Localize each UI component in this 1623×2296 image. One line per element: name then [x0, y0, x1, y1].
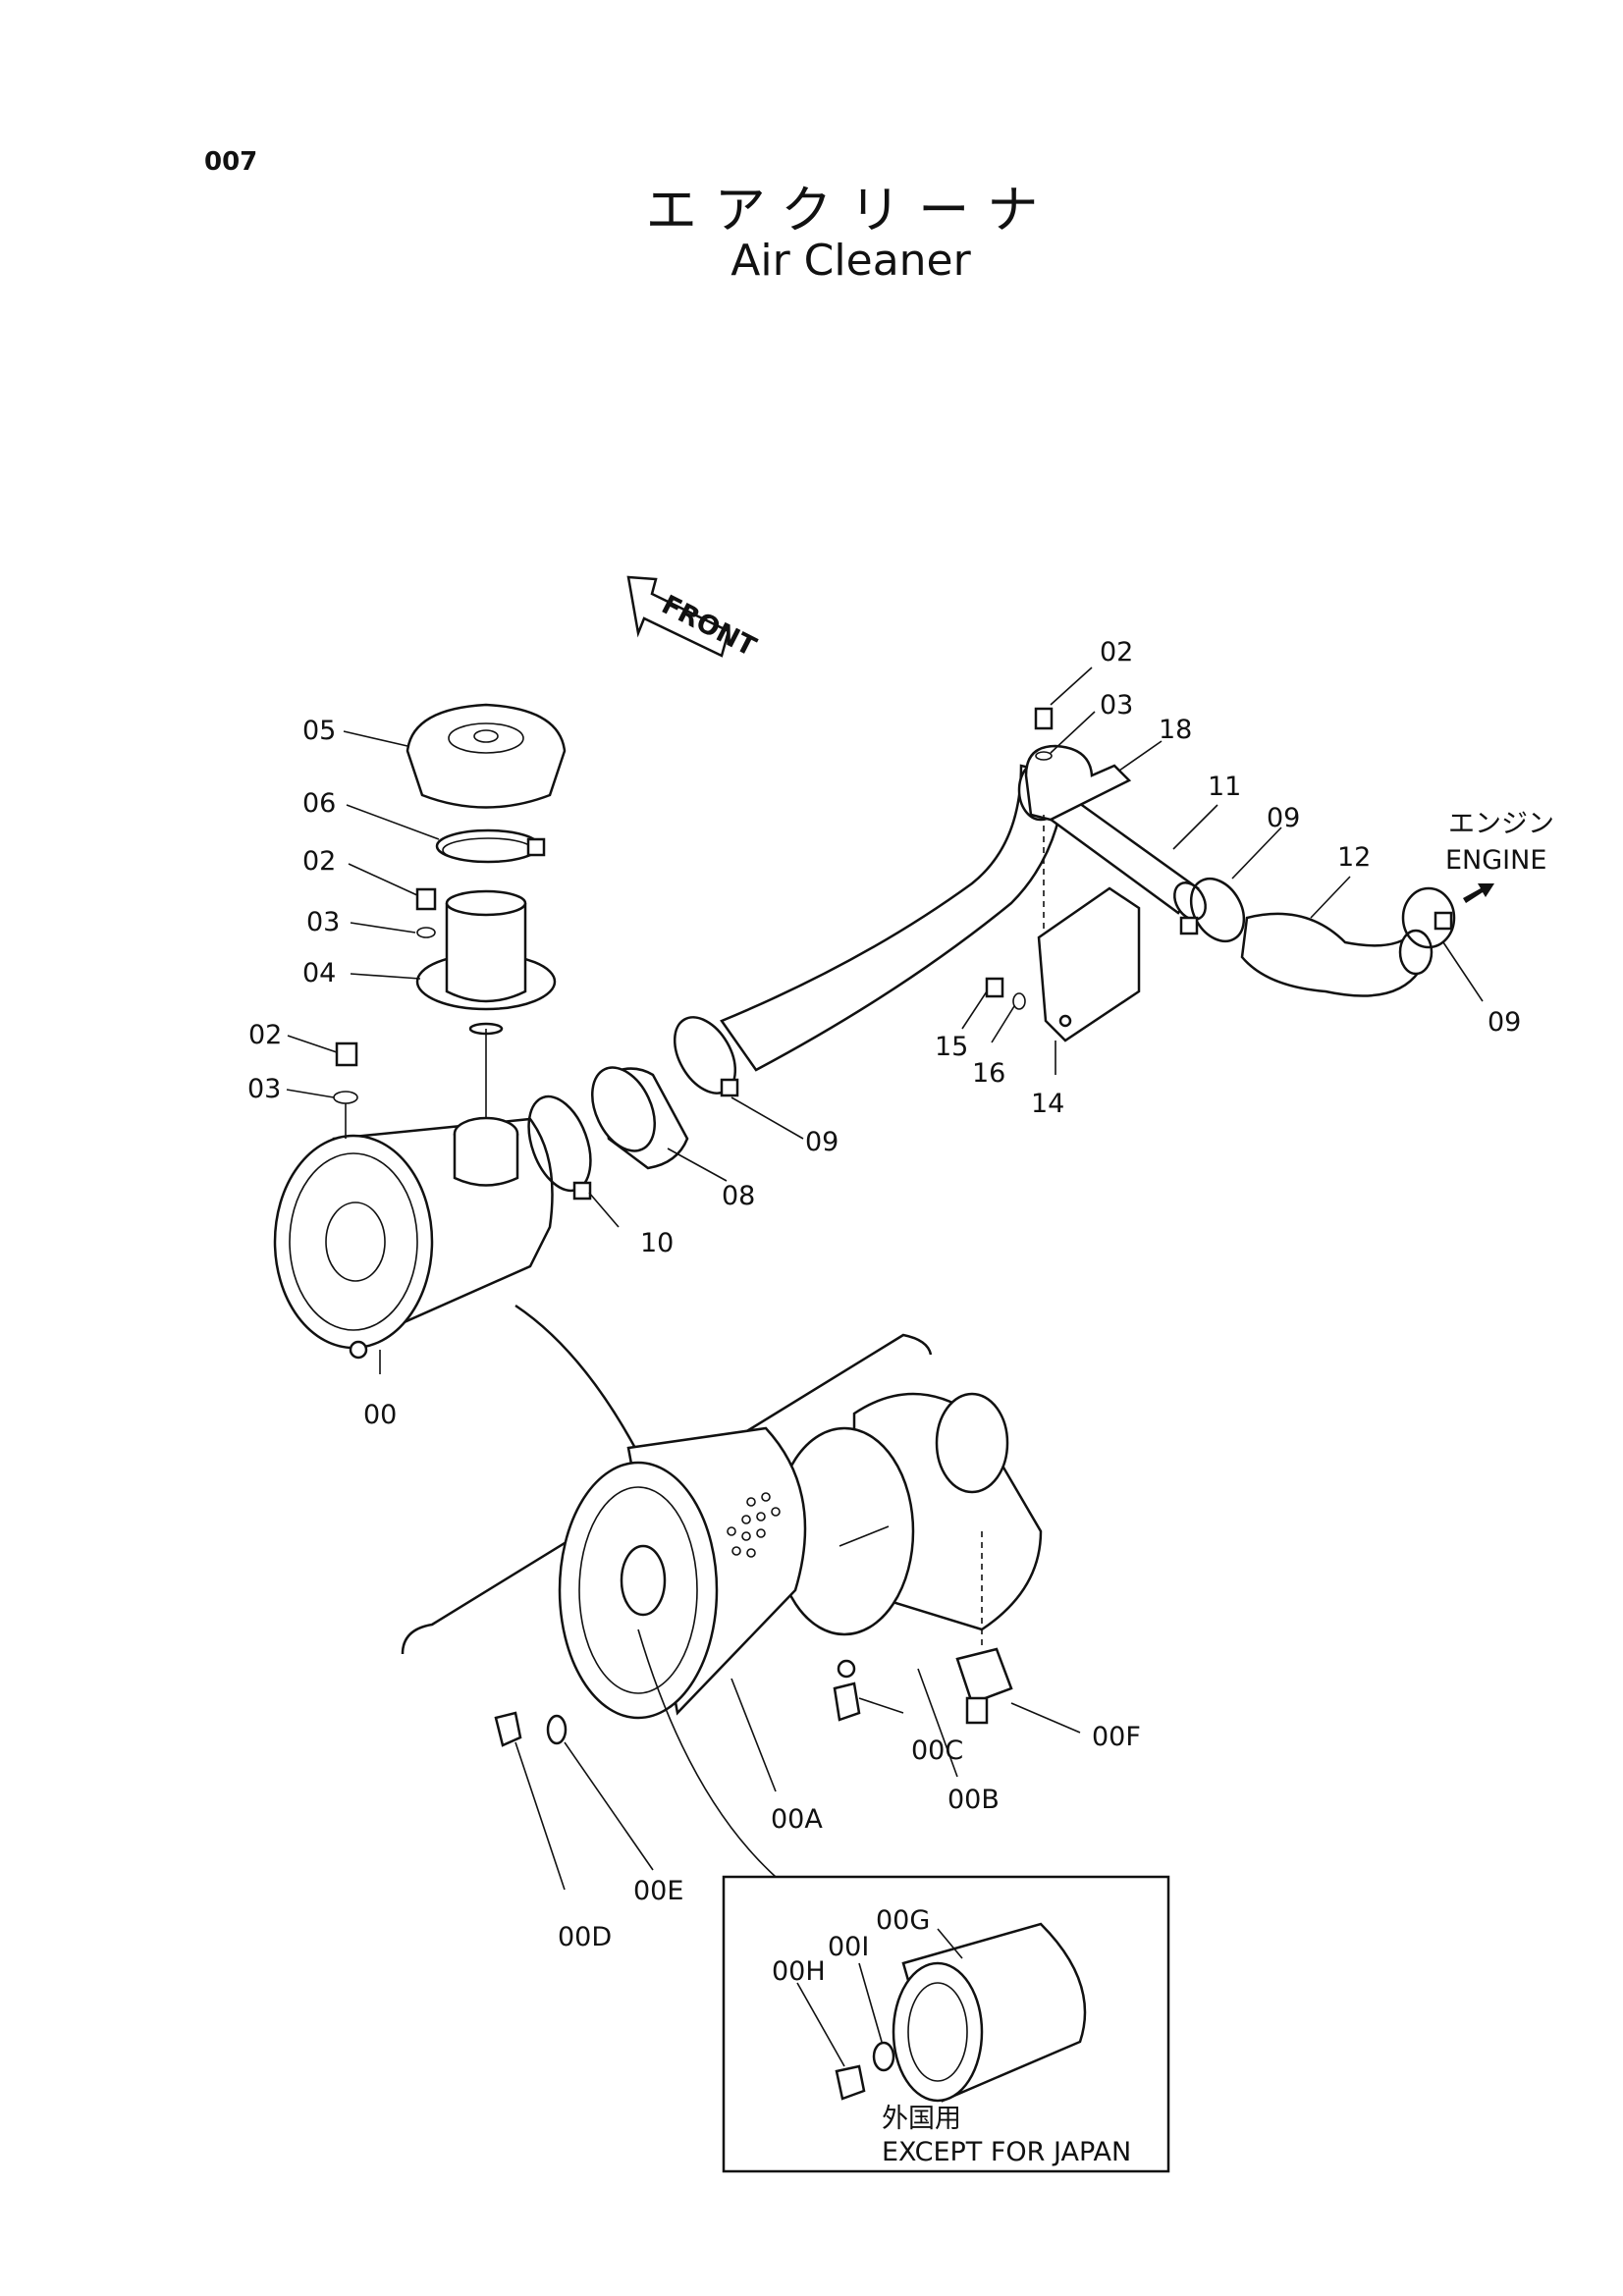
engine-arrow-icon [1463, 883, 1494, 903]
title-english: Air Cleaner [730, 236, 971, 286]
part-label: 03 [306, 907, 340, 937]
nut-00H [835, 2064, 866, 2101]
washer-00E [546, 1714, 568, 1745]
wing-nut-00D [494, 1711, 522, 1747]
tube-flange-04 [415, 889, 557, 1036]
cover-05 [406, 703, 567, 809]
part-label: 00 [363, 1400, 397, 1430]
part-label: 09 [1267, 803, 1300, 833]
stay-14 [1037, 886, 1141, 1042]
bolt-02-upper [415, 887, 437, 938]
title-japanese: エアクリーナ [645, 182, 1056, 240]
part-label: 02 [248, 1020, 282, 1050]
element-00G [892, 1922, 1087, 2103]
clamp-09-right [1401, 886, 1456, 949]
clamp-10 [527, 1095, 592, 1201]
inset-box: 外国用 EXCEPT FOR JAPAN [637, 1629, 1170, 2173]
front-arrow-icon: FRONT [626, 575, 761, 663]
clamp-09-mid [1179, 877, 1246, 943]
bolt-02-lower [333, 1041, 358, 1104]
part-label: 09 [805, 1127, 839, 1157]
part-label: 12 [1337, 842, 1371, 873]
plug-00C [833, 1682, 861, 1722]
part-label: 04 [302, 958, 336, 988]
valve-00F [955, 1531, 1013, 1725]
part-label: 00H [772, 1956, 826, 1987]
part-label: 14 [1031, 1089, 1064, 1119]
part-label: 02 [1100, 637, 1133, 667]
part-label: 15 [935, 1032, 968, 1062]
part-label: 11 [1208, 772, 1241, 802]
hose-08 [591, 1066, 689, 1170]
element-holes [727, 1492, 781, 1558]
part-label: 08 [722, 1181, 755, 1211]
element-00A [558, 1426, 807, 1720]
leader-lines [286, 667, 1484, 2067]
part-label: 00D [558, 1922, 612, 1952]
part-label: 09 [1488, 1007, 1521, 1038]
page-number: 007 [204, 147, 258, 177]
inset-note-en: EXCEPT FOR JAPAN [882, 2137, 1131, 2167]
engine-label-en: ENGINE [1445, 845, 1546, 876]
seal-00I [872, 2041, 895, 2072]
bolt-02-right [1034, 707, 1054, 933]
inset-note-jp: 外国用 [882, 2104, 961, 2134]
part-label: 00A [771, 1804, 823, 1835]
part-label: 00G [876, 1905, 930, 1936]
part-label: 00F [1092, 1722, 1141, 1752]
clamp-09-lower [673, 1016, 739, 1097]
part-label: 03 [247, 1074, 281, 1104]
hose-12 [1240, 912, 1434, 997]
air-cleaner-body-00 [273, 1029, 554, 1360]
bracket-18 [1024, 744, 1132, 822]
bolt-15 [985, 977, 1026, 1010]
part-label: 02 [302, 846, 336, 877]
part-label: 10 [640, 1228, 674, 1258]
part-label: 06 [302, 788, 336, 819]
housing-00B [774, 1392, 1043, 1679]
part-label: 03 [1100, 690, 1133, 721]
part-label: 00B [947, 1785, 1000, 1815]
part-label: 05 [302, 716, 336, 746]
part-label: 00C [911, 1735, 963, 1766]
part-label: 00E [633, 1876, 683, 1906]
engine-label-jp: エンジン [1448, 809, 1554, 839]
part-label: 18 [1159, 715, 1192, 745]
part-labels: 05 06 02 03 04 02 03 00 10 08 09 02 03 1… [247, 637, 1521, 1987]
part-label: 16 [972, 1058, 1005, 1089]
clamp-06 [435, 828, 546, 864]
part-label: 00I [828, 1932, 869, 1962]
